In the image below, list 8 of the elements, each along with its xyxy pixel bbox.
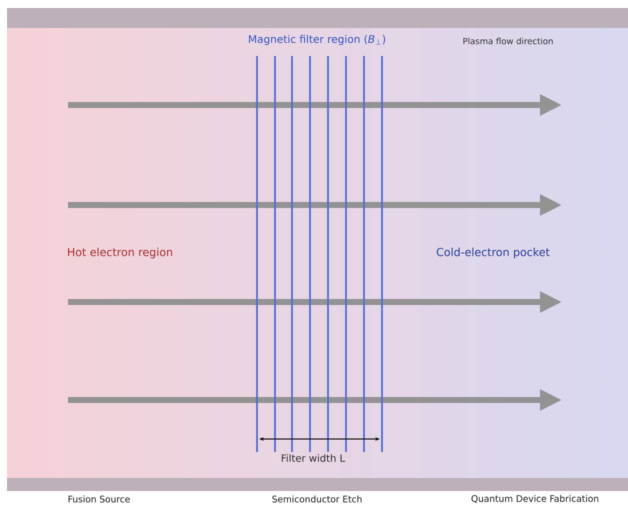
label: Filter width L (282, 454, 346, 462)
label: Cold-electron pocket (436, 248, 550, 258)
label: Semiconductor Etch (272, 496, 362, 502)
label: Magnetic filter region (B$_{⊥}$) (249, 34, 386, 46)
label: Fusion Source (68, 496, 130, 502)
label: Hot electron region (68, 248, 172, 258)
label: Plasma flow direction (463, 38, 553, 44)
label: Quantum Device Fabrication (472, 495, 598, 503)
